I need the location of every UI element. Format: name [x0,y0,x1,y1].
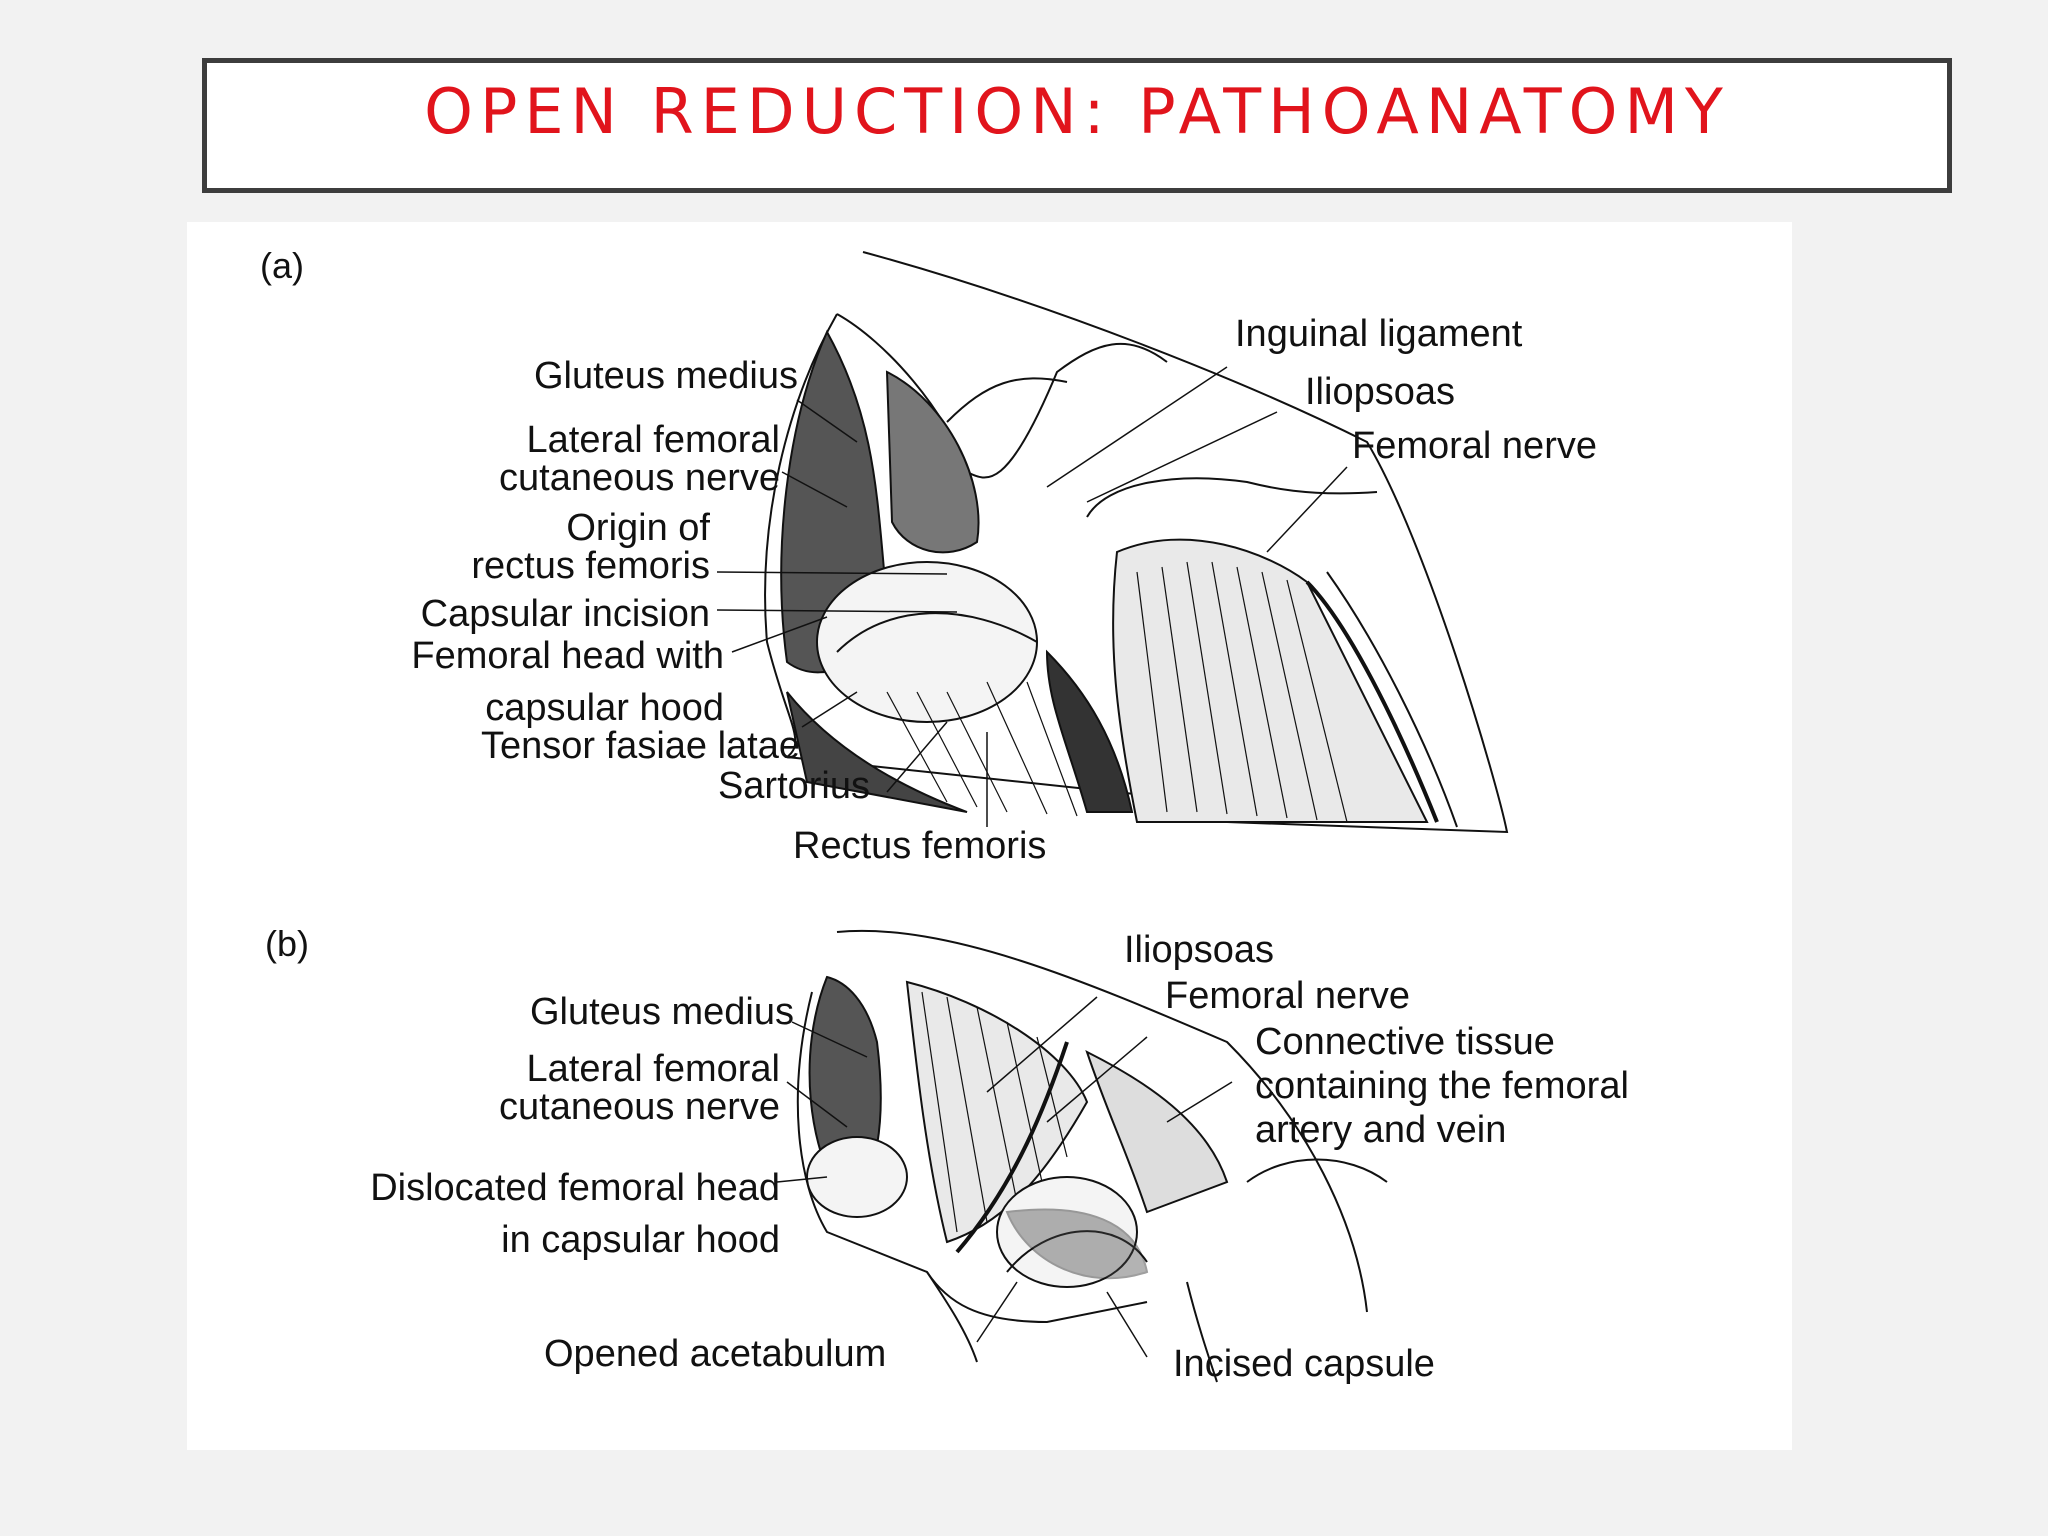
label-gluteus-medius: Gluteus medius [533,355,798,397]
label-lateral-femoral-line1: Lateral femoral [526,419,780,461]
slide-title-box: OPEN REDUCTION: PATHOANATOMY [202,58,1952,193]
panel-a-tag: (a) [260,245,304,286]
label-b-lateral-femoral-line2: cutaneous nerve [499,1086,780,1128]
label-b-opened-acetabulum: Opened acetabulum [544,1333,887,1375]
label-inguinal-ligament: Inguinal ligament [1235,313,1523,355]
panel-b-tag: (b) [265,923,309,964]
label-b-lateral-femoral-line1: Lateral femoral [526,1048,780,1090]
anatomy-illustration [716,251,1509,1383]
label-b-dislocated-line2: in capsular hood [501,1219,780,1261]
label-lateral-femoral-line2: cutaneous nerve [499,457,780,499]
anatomy-figure: (a) Inguinal ligament Iliopsoas Femoral … [187,222,1792,1450]
panel-a-drawing [764,251,1509,834]
label-b-dislocated-line1: Dislocated femoral head [370,1167,780,1209]
label-origin-line1: Origin of [566,507,710,549]
label-capsular-incision: Capsular incision [420,593,710,635]
label-b-femoral-nerve: Femoral nerve [1165,975,1410,1017]
label-origin-line2: rectus femoris [471,545,710,587]
slide-title: OPEN REDUCTION: PATHOANATOMY [424,75,1730,148]
label-b-gluteus-medius: Gluteus medius [529,991,794,1033]
label-b-connective-line3: artery and vein [1255,1109,1507,1151]
label-sartorius: Sartorius [717,765,870,807]
label-b-connective-line2: containing the femoral [1255,1065,1629,1107]
panel-a-leaders [716,366,1348,827]
label-tensor-fasiae-latae: Tensor fasiae latae [481,725,800,767]
panel-b-drawing [796,929,1388,1383]
panel-b-leaders [776,996,1233,1358]
label-femoral-nerve: Femoral nerve [1352,425,1597,467]
label-iliopsoas: Iliopsoas [1305,371,1455,413]
label-b-iliopsoas: Iliopsoas [1124,929,1274,971]
label-rectus-femoris: Rectus femoris [793,825,1047,867]
label-femoral-head-line1: Femoral head with [411,635,724,677]
label-b-incised-capsule: Incised capsule [1173,1343,1435,1385]
label-femoral-head-line2: capsular hood [485,687,724,729]
label-b-connective-line1: Connective tissue [1255,1021,1555,1063]
